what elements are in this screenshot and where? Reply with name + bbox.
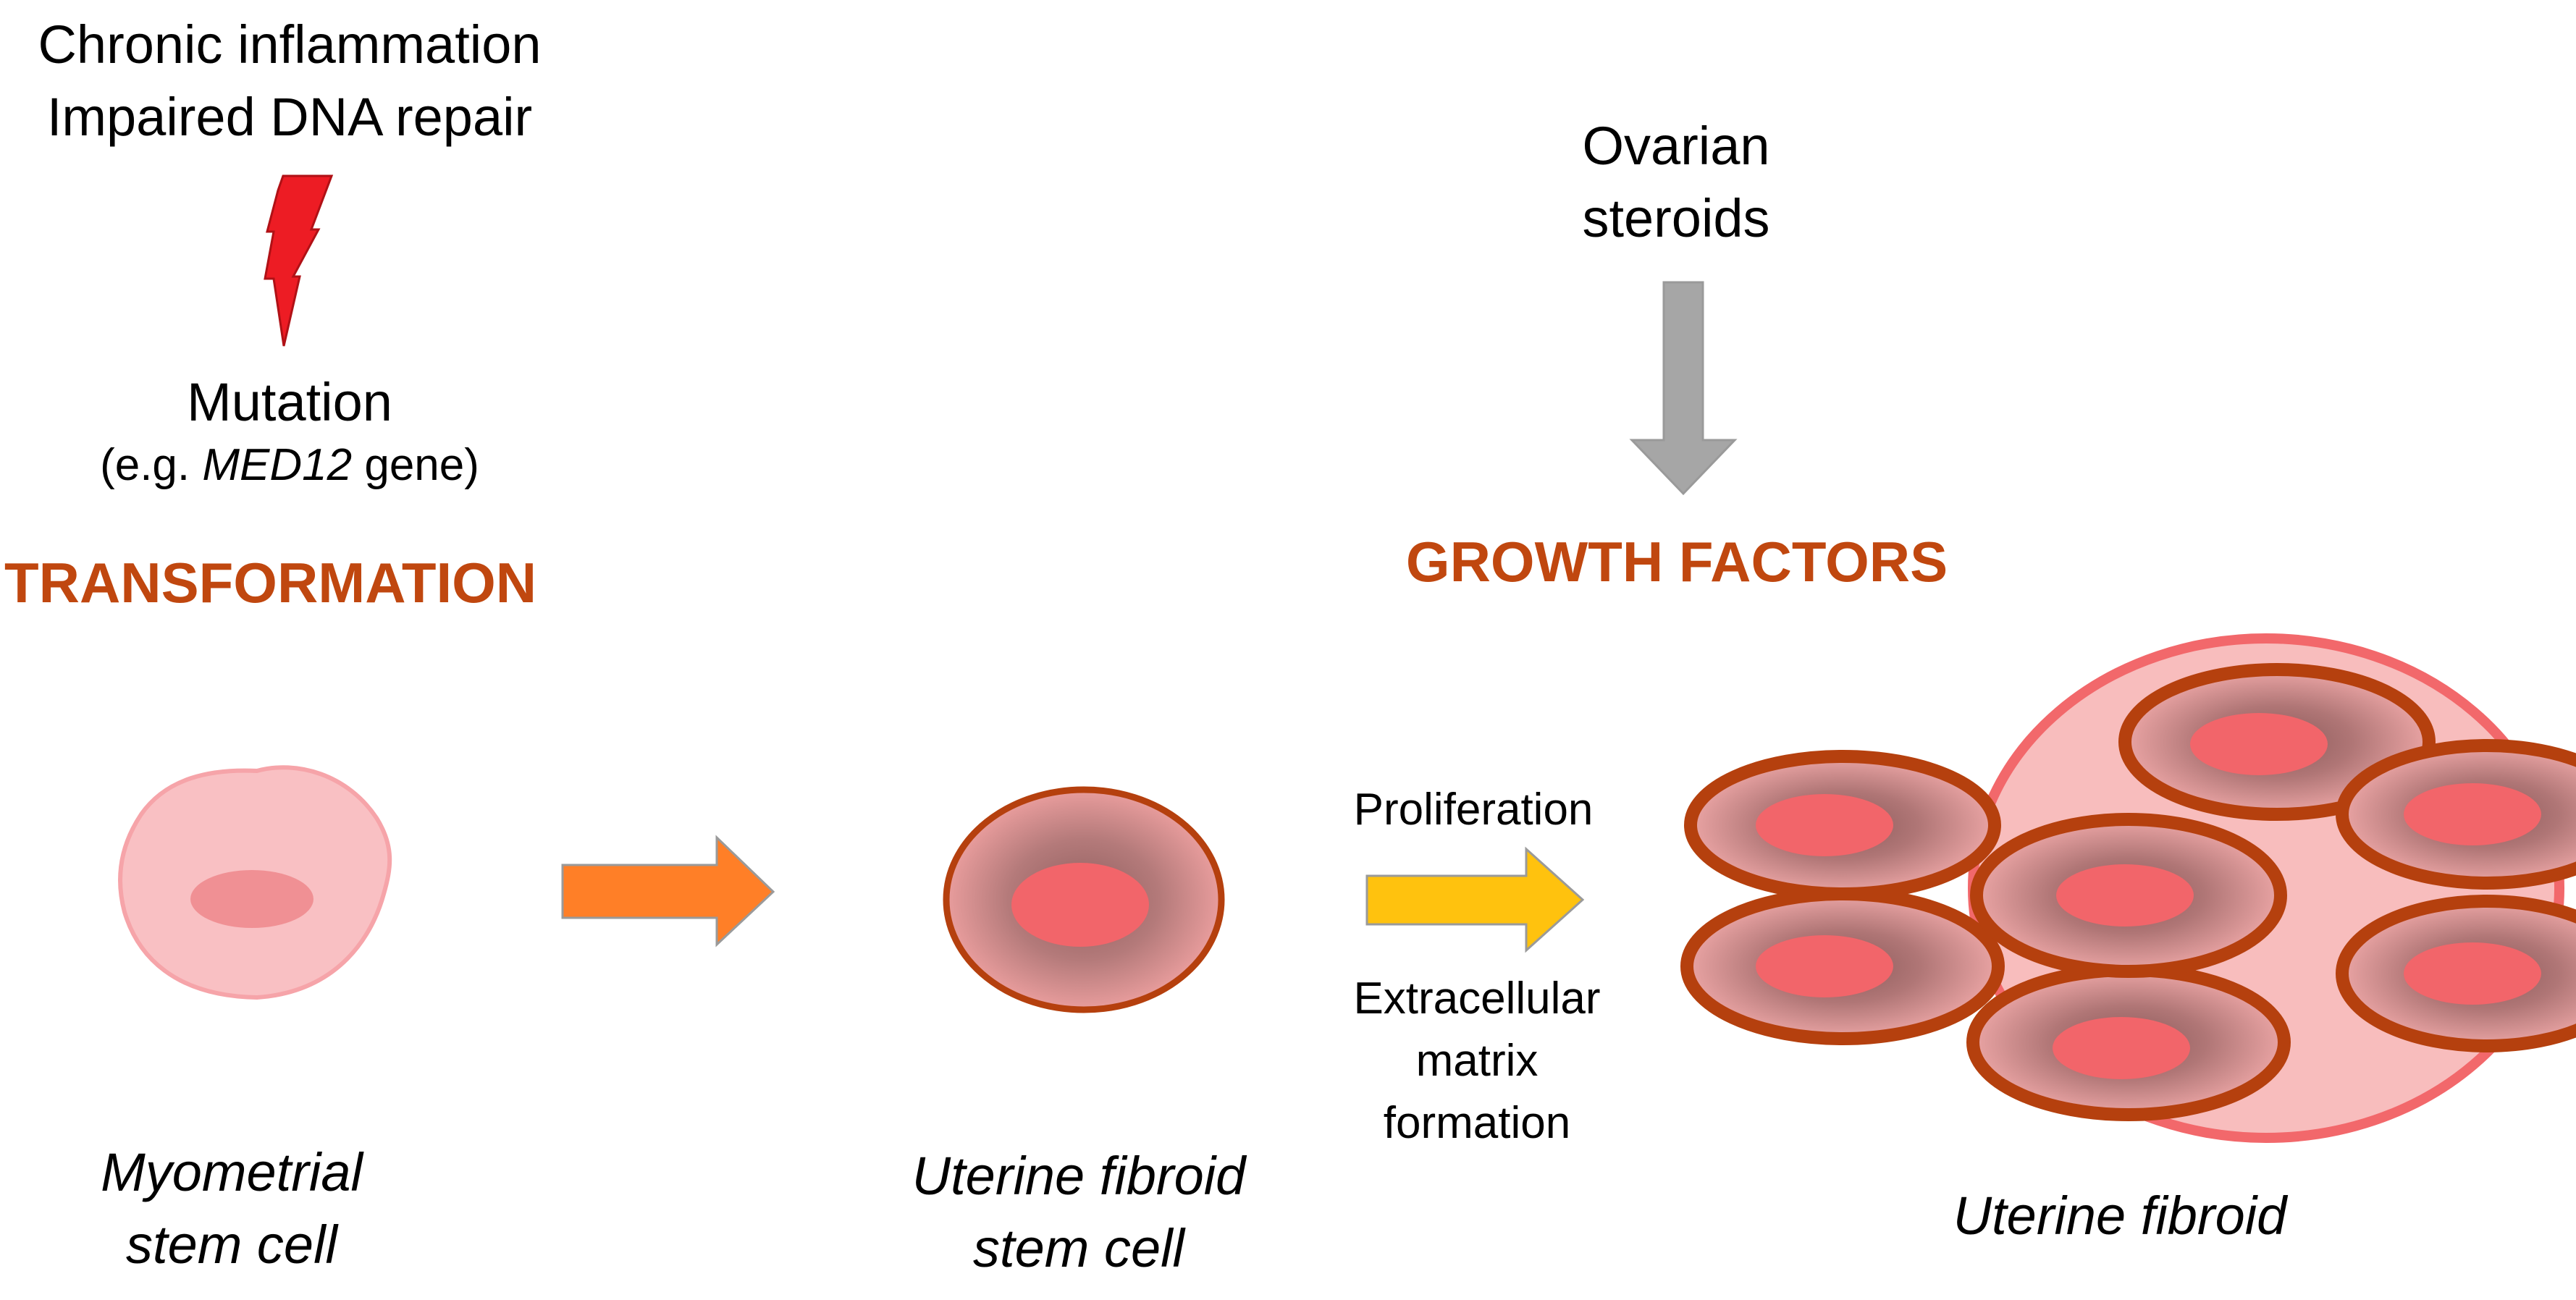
cause-chronic-inflammation: Chronic inflammation	[38, 14, 542, 75]
ecm-line2: matrix	[1415, 1036, 1539, 1086]
myometrial-line2: stem cell	[126, 1215, 337, 1275]
ovarian-line1: Ovarian	[1582, 116, 1770, 176]
ufsc-line2: stem cell	[973, 1218, 1184, 1278]
lightning-icon	[264, 174, 334, 347]
ovarian-line2: steroids	[1582, 188, 1770, 248]
mutation-title: Mutation	[187, 372, 392, 432]
transformation-heading: TRANSFORMATION	[4, 551, 537, 615]
mutation-gene: MED12	[202, 440, 353, 490]
mutation-prefix: (e.g.	[100, 440, 203, 490]
uterine-fibroid-stem-cell-label: Uterine fibroid stem cell	[912, 1140, 1246, 1285]
myometrial-stem-cell-label: Myometrial stem cell	[101, 1136, 363, 1281]
uterine-fibroid-label: Uterine fibroid	[1953, 1186, 2287, 1246]
right-arrow-icon	[561, 835, 775, 947]
ecm-line1: Extracellular	[1353, 974, 1601, 1023]
cause-impaired-dna-repair: Impaired DNA repair	[46, 87, 533, 147]
causes-text: Chronic inflammation Impaired DNA repair	[38, 9, 541, 153]
ecm-line3: formation	[1383, 1098, 1571, 1148]
ovarian-steroids-text: Ovarian steroids	[1582, 110, 1769, 255]
down-arrow-icon	[1629, 281, 1738, 496]
right-arrow-icon	[1365, 846, 1585, 953]
ufsc-line1: Uterine fibroid	[912, 1146, 1246, 1206]
growth-factors-heading: GROWTH FACTORS	[1405, 530, 1948, 594]
proliferation-label: Proliferation	[1353, 785, 1594, 835]
uterine-fibroid-stem-cell	[943, 786, 1225, 1013]
mutation-suffix: gene)	[352, 440, 479, 490]
myometrial-line1: Myometrial	[101, 1142, 363, 1202]
ecm-formation-label: Extracellular matrix formation	[1353, 968, 1600, 1155]
mutation-example: (e.g. MED12 gene)	[100, 434, 479, 497]
myometrial-stem-cell	[117, 765, 392, 1000]
